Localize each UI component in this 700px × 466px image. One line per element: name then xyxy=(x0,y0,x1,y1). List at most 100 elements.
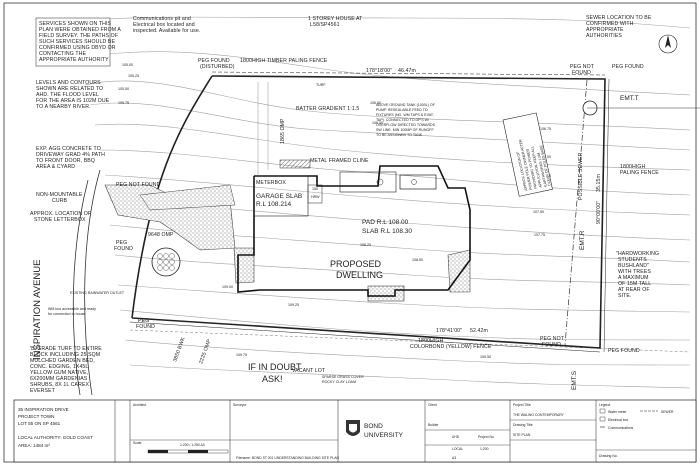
driveway-note: EXP. AGG CONCRETE TO DRIVEWAY GRAD 4% PA… xyxy=(36,146,105,170)
water-tank xyxy=(399,174,437,190)
garden-bed-left xyxy=(233,247,255,284)
tb-architect: Architect xyxy=(133,403,146,407)
emt-r-label: EMT.R xyxy=(579,230,586,250)
peg-found-bottom-left: PEG xyxy=(138,318,149,324)
svg-text:COLORBOND (YELLOW) FENCE: COLORBOND (YELLOW) FENCE xyxy=(410,344,492,350)
entry-step xyxy=(307,184,323,204)
timber-fence-label: 1800HIGH TIMBER PALING FENCE xyxy=(240,58,328,64)
tb-project-title: Project Title xyxy=(513,403,531,407)
svg-text:CONFIRMED USING DBYD OR: CONFIRMED USING DBYD OR xyxy=(39,45,116,51)
svg-text:FOR THE AREA IS 102M DUE: FOR THE AREA IS 102M DUE xyxy=(36,98,110,104)
svg-text:AREA & CYARD: AREA & CYARD xyxy=(36,164,75,170)
svg-text:OF 15M TALL: OF 15M TALL xyxy=(618,281,651,287)
garage-slab-label: GARAGE SLAB xyxy=(256,193,302,200)
water-meter-icon xyxy=(599,408,606,414)
svg-text:TO FRONT DOOR, BBQ: TO FRONT DOOR, BBQ xyxy=(36,158,95,164)
tb-surveyor: Surveyor xyxy=(233,403,247,407)
tb-legend-1: Water meter xyxy=(608,410,627,414)
bearing-top: 178°18'00" xyxy=(366,68,392,74)
sparse-grass-note: SPARSE GRASS COVER ROCKY CLAY LOAM xyxy=(322,375,364,384)
wm-note: WM box accessible and ready for connecti… xyxy=(48,307,96,316)
svg-text:SUCH SERVICES SHOULD BE: SUCH SERVICES SHOULD BE xyxy=(39,39,115,45)
contour-value: 105.75 xyxy=(118,101,129,105)
peg-found-top: PEG FOUND xyxy=(198,58,230,64)
colorbond-fence-line xyxy=(129,329,691,353)
contour-value: 109.75 xyxy=(236,353,247,357)
meterbox-label: METERBOX xyxy=(256,180,286,186)
possible-sewer-label: POSSIBLE SEWER xyxy=(578,152,584,200)
driveway-apron xyxy=(139,184,236,211)
tb-sewer: SEWER xyxy=(661,410,674,414)
peg-not-found-bottom: PEG NOT xyxy=(540,336,565,342)
rainwater-tank xyxy=(151,247,181,277)
tb-address-3: LOT 55 ON SP 4561 xyxy=(18,421,61,426)
tb-client: Client xyxy=(428,403,437,407)
title-block: 35 INSPIRATION DRIVE PROJECT TOWN LOT 55… xyxy=(13,399,697,463)
fence-right-note: 1800HIGH PALING FENCE xyxy=(620,164,659,176)
scale-bar-segment xyxy=(148,450,168,453)
bushland-note: "HARDWORKING STUDENTS BUSHLAND" WITH TRE… xyxy=(616,251,659,299)
hrw-label: HRW xyxy=(311,195,320,199)
svg-text:TO A NEARBY RIVER.: TO A NEARBY RIVER. xyxy=(36,104,91,110)
site-boundary xyxy=(129,71,610,353)
services-note: SERVICES SHOWN ON THIS PLAN WERE OBTAINE… xyxy=(39,21,121,63)
svg-text:SERVICES SHOWN ON THIS: SERVICES SHOWN ON THIS xyxy=(39,21,111,27)
found-left: FOUND xyxy=(114,246,133,252)
batter-label: BATTER GRADIENT 1:1.5 xyxy=(296,106,359,112)
tb-drawing-name: SITE PLAN xyxy=(513,433,531,437)
svg-text:BOND: BOND xyxy=(364,423,383,430)
omp-left-label: 9648 OMP xyxy=(148,232,174,238)
svg-text:APPROX. LOCATION OF: APPROX. LOCATION OF xyxy=(30,211,91,217)
svg-text:TAP). CONNECTED TO DP'S W/: TAP). CONNECTED TO DP'S W/ xyxy=(376,118,429,122)
svg-text:Communications pit and: Communications pit and xyxy=(133,16,191,22)
tb-checked: LOCAL xyxy=(452,447,463,451)
sewer-note: SEWER LOCATION TO BE CONFIRMED WITH APPR… xyxy=(586,15,652,39)
existing-outlet-label: EXISTING RAINWATER OUTLET xyxy=(70,291,125,295)
power-pole-note: APPROX LOCATION OF POWER POLE OWNER AFTE… xyxy=(502,112,553,197)
svg-text:SEWER LOCATION TO BE: SEWER LOCATION TO BE xyxy=(586,15,652,21)
contour-value: 106.50 xyxy=(372,121,383,125)
garage-rl-label: R.L 108.214 xyxy=(256,201,292,208)
contour-value: 105.25 xyxy=(128,74,139,78)
svg-text:"HARDWORKING: "HARDWORKING xyxy=(616,251,659,257)
contour-value: 107.75 xyxy=(534,233,545,237)
svg-text:SW LINE. MIN 100MP OF RUNOFF: SW LINE. MIN 100MP OF RUNOFF xyxy=(376,128,434,132)
distance-top: 46.47m xyxy=(398,68,416,74)
contour-value: 109.00 xyxy=(222,285,233,289)
house-top-note: 1 STOREY HOUSE AT L58/SP4561 xyxy=(308,16,363,28)
svg-text:L58/SP4561: L58/SP4561 xyxy=(310,22,340,28)
tb-scale-label: Scale xyxy=(133,441,142,445)
svg-text:BUSHLAND": BUSHLAND" xyxy=(618,263,649,269)
contour-value: 107.50 xyxy=(533,210,544,214)
tb-drawing-no: Drawing No. xyxy=(599,454,618,458)
svg-text:WM box accessible and ready: WM box accessible and ready xyxy=(48,307,96,311)
tb-address-1: 35 INSPIRATION DRIVE xyxy=(18,407,69,412)
omp-bottom-label: 2225 OMP xyxy=(198,338,213,365)
svg-text:OVERFLOW DIRECTED TOWARDS: OVERFLOW DIRECTED TOWARDS xyxy=(376,123,436,127)
svg-text:1800HIGH: 1800HIGH xyxy=(620,164,645,170)
svg-text:ABOVE GROUND TANK (1000L) OF: ABOVE GROUND TANK (1000L) OF xyxy=(376,103,436,107)
garden-bed-front xyxy=(367,285,405,302)
turf-note: 'B' GRADE TURF TO ENTIRE BLOCK INCLUDING… xyxy=(30,346,102,394)
tb-builder: Builder xyxy=(428,423,439,427)
bwk-label: 3850 BWK xyxy=(172,336,187,363)
svg-text:AUTHORITIES: AUTHORITIES xyxy=(586,33,622,39)
svg-text:UNIVERSITY: UNIVERSITY xyxy=(364,432,404,439)
emt-t-label: EMT.T xyxy=(620,95,639,102)
svg-text:APPROPRIATE: APPROPRIATE xyxy=(586,27,624,33)
dim-150-label: 150 xyxy=(312,187,318,191)
svg-text:for connection to house: for connection to house xyxy=(48,312,85,316)
omp-top-label: 1865 OMP xyxy=(280,118,286,144)
bond-university-logo: BOND UNIVERSITY xyxy=(346,420,404,439)
north-arrow-icon xyxy=(658,34,678,54)
svg-text:AHD. THE FLOOD LEVEL: AHD. THE FLOOD LEVEL xyxy=(36,92,99,98)
peg-disturbed: (DISTURBED) xyxy=(200,64,235,70)
tb-legend-3: Communications xyxy=(608,426,634,430)
svg-text:SITE.: SITE. xyxy=(618,293,631,299)
tb-filename: Filename: BOND ST 001 UNDERSTANDING BUIL… xyxy=(236,456,339,460)
svg-text:'B' GRADE TURF TO ENTIRE: 'B' GRADE TURF TO ENTIRE xyxy=(30,346,102,352)
tb-project-no: Project No. xyxy=(478,435,495,439)
alfresco-area xyxy=(339,171,397,193)
scale-bar-segment xyxy=(188,450,208,453)
